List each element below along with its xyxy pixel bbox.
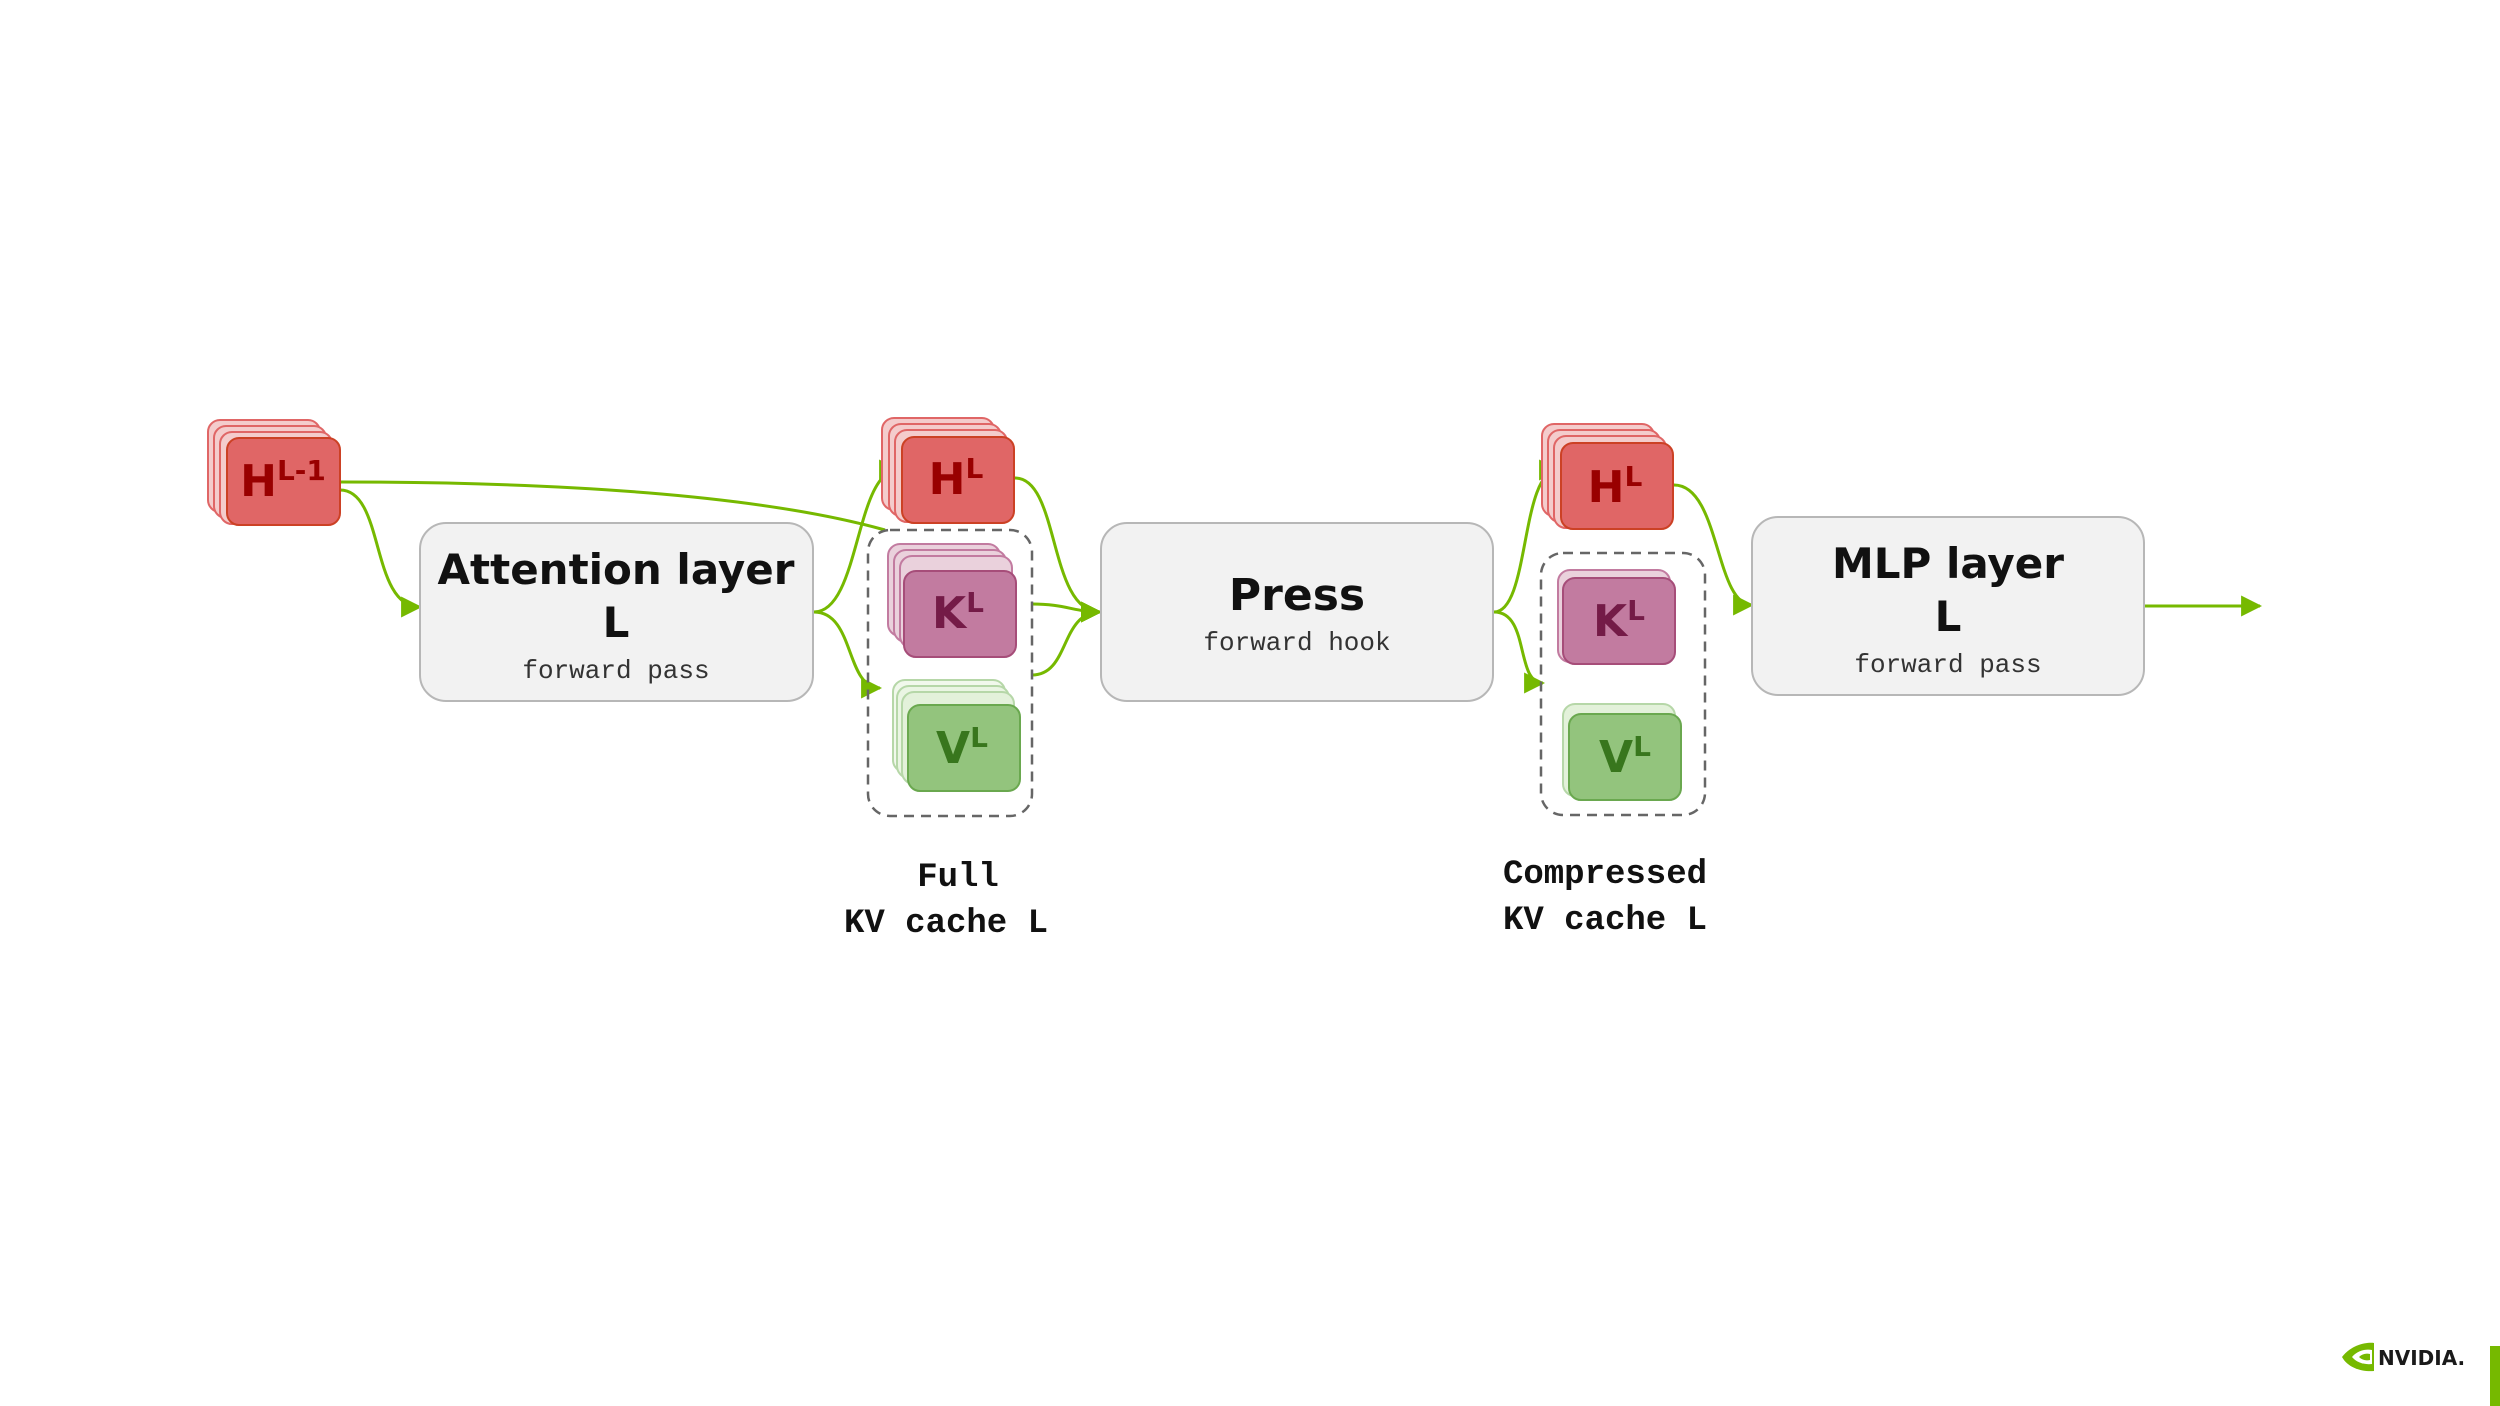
full-cache-caption-line1: Full: [917, 859, 999, 897]
nvidia-logo-text: NVIDIA.: [2378, 1346, 2465, 1370]
full-k-tile: [903, 570, 1017, 658]
mlp-layer-box: MLP layer L forward pass: [1751, 516, 2145, 696]
compressed-v-tile: [1568, 713, 1682, 801]
compressed-k-tile-stack: KL: [1557, 569, 1676, 665]
h-prev-sup: L-1: [277, 454, 326, 487]
compressed-k-sup: L: [1627, 594, 1645, 627]
svg-text:KL: KL: [932, 586, 984, 639]
attention-subtitle: forward pass: [522, 656, 709, 686]
mlp-title-line1: MLP layer: [1832, 539, 2064, 588]
h-prev-tile-stack: HL-1: [207, 419, 341, 526]
corner-accent-bar: [2490, 1346, 2500, 1406]
full-v-tile-stack: VL: [892, 679, 1021, 792]
compressed-h-tile: [1560, 442, 1674, 530]
full-h-tile-stack: HL: [881, 417, 1015, 524]
full-k-sup: L: [966, 586, 984, 619]
svg-text:KL: KL: [1593, 594, 1645, 647]
compressed-k-main: K: [1593, 596, 1629, 647]
compressed-h-tile-stack: HL: [1541, 423, 1674, 530]
svg-text:HL: HL: [929, 452, 984, 505]
svg-text:VL: VL: [936, 721, 988, 774]
full-v-main: V: [936, 723, 970, 774]
full-kv-dashed-border: [866, 528, 1034, 818]
compressed-kv-cache-group: HL KL VL Compressed KV cache L: [1503, 423, 1707, 940]
full-k-tile-stack: KL: [887, 543, 1017, 658]
arrow-attention-to-v: [813, 610, 883, 699]
full-k-main: K: [932, 588, 968, 639]
mlp-subtitle: forward pass: [1854, 650, 2041, 680]
arrow-press-to-kv: [1493, 610, 1546, 694]
press-box: Press forward hook: [1100, 522, 1494, 702]
full-kv-cache-group: HL KL VL Full KV cache L: [844, 417, 1048, 943]
h-prev-main: H: [240, 456, 277, 507]
compressed-h-main: H: [1588, 462, 1625, 513]
compressed-v-sup: L: [1633, 730, 1651, 763]
compressed-v-main: V: [1599, 732, 1633, 783]
arrow-v-to-press: [1031, 601, 1103, 677]
arrow-hprev-skip-to-full-cache: [339, 480, 886, 532]
h-prev-tile: [226, 437, 341, 526]
compressed-kv-dashed-border: [1539, 551, 1707, 817]
attention-title-line2: L: [603, 598, 630, 647]
compressed-k-tile: [1562, 577, 1676, 665]
nvidia-eye-icon: [2342, 1342, 2374, 1372]
compressed-h-sup: L: [1624, 460, 1642, 493]
arrow-k-to-press: [1031, 601, 1103, 623]
full-h-tile: [901, 436, 1015, 524]
arrow-h-to-press: [1014, 476, 1103, 623]
press-title: Press: [1229, 570, 1365, 621]
svg-text:HL-1: HL-1: [240, 454, 326, 507]
full-h-sup: L: [965, 452, 983, 485]
attention-title-line1: Attention layer: [438, 545, 795, 594]
arrow-hprev-to-attention: [339, 488, 423, 618]
full-v-tile: [907, 704, 1021, 792]
arrow-h-to-mlp: [1673, 483, 1755, 616]
full-v-sup: L: [970, 721, 988, 754]
svg-text:VL: VL: [1599, 730, 1651, 783]
nvidia-logo: NVIDIA.: [2342, 1342, 2465, 1372]
svg-text:HL: HL: [1588, 460, 1643, 513]
attention-layer-box: Attention layer L forward pass: [419, 522, 814, 702]
full-cache-caption-line2: KV cache L: [844, 905, 1048, 943]
full-h-main: H: [929, 454, 966, 505]
connectors: [339, 459, 2263, 699]
mlp-title-line2: L: [1935, 592, 1962, 641]
press-subtitle: forward hook: [1203, 628, 1390, 658]
compressed-v-tile-stack: VL: [1562, 703, 1682, 801]
compressed-cache-caption-line1: Compressed: [1503, 856, 1707, 894]
compressed-cache-caption-line2: KV cache L: [1503, 902, 1707, 940]
